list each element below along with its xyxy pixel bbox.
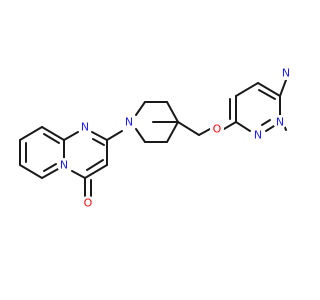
atom-n-piperidine: N bbox=[122, 115, 136, 129]
bond bbox=[19, 164, 43, 179]
bond bbox=[41, 168, 59, 179]
bond bbox=[177, 121, 200, 136]
atom-n-bridge-right: N bbox=[273, 115, 287, 129]
atom-n-bridge-left: N bbox=[57, 158, 71, 172]
bond bbox=[265, 125, 275, 132]
atom-label: O bbox=[213, 123, 222, 136]
structure-diagram: N N O N O N N N bbox=[19, 66, 293, 210]
bond bbox=[166, 101, 179, 123]
atom-o-ether: O bbox=[210, 122, 224, 136]
atom-label: O bbox=[84, 197, 93, 210]
bonds bbox=[19, 79, 287, 197]
bond bbox=[198, 128, 211, 136]
atom-n-imidazole: N bbox=[279, 66, 293, 80]
bond bbox=[261, 119, 271, 126]
atom-n-pyridazine: N bbox=[251, 128, 265, 142]
bond bbox=[135, 128, 146, 143]
bond bbox=[71, 170, 86, 179]
atom-o-carbonyl: O bbox=[81, 196, 95, 210]
bond bbox=[41, 126, 65, 141]
bond bbox=[43, 163, 57, 172]
bond bbox=[84, 164, 108, 179]
bond bbox=[257, 82, 281, 97]
bond bbox=[279, 79, 287, 97]
atom-label: N bbox=[254, 129, 262, 142]
bond bbox=[235, 121, 251, 132]
atom-label: N bbox=[276, 116, 284, 129]
bond bbox=[92, 138, 105, 146]
bond bbox=[43, 133, 60, 144]
bond bbox=[86, 159, 104, 171]
bond bbox=[166, 121, 179, 143]
bond bbox=[235, 82, 259, 97]
atom-label: N bbox=[125, 116, 133, 129]
atoms: N N O N O N N N bbox=[57, 66, 293, 210]
bond bbox=[63, 131, 79, 141]
bond bbox=[19, 126, 43, 141]
atom-label: N bbox=[81, 121, 89, 134]
bond bbox=[135, 101, 146, 116]
bond bbox=[258, 89, 276, 100]
atom-n-pyrimidine: N bbox=[78, 120, 92, 134]
bond bbox=[91, 131, 108, 141]
atom-label: N bbox=[282, 67, 290, 80]
bond bbox=[106, 130, 123, 141]
atom-label: N bbox=[60, 159, 68, 172]
bond bbox=[223, 121, 237, 130]
